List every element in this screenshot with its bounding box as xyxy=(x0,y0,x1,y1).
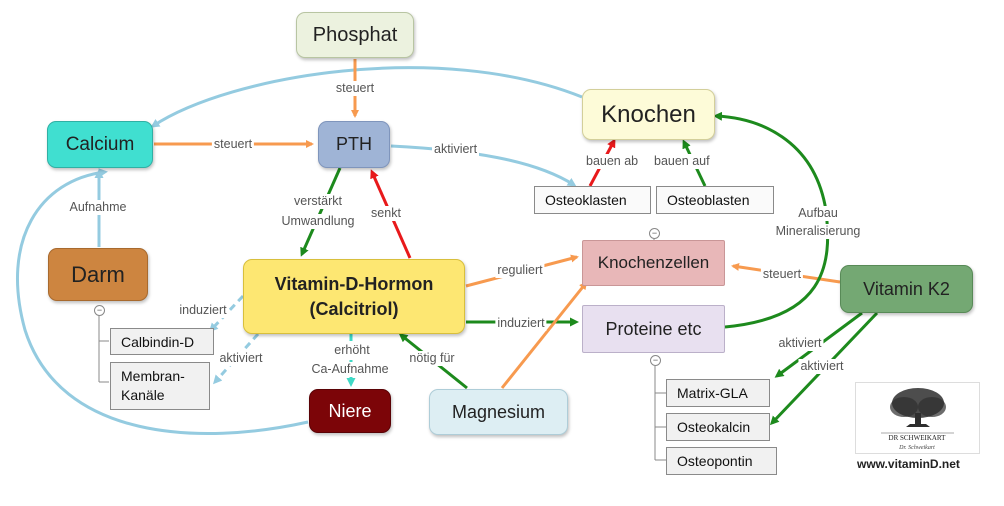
label-k2-aktiviert-2: aktiviert xyxy=(798,359,846,374)
svg-text:DR SCHWEIKART: DR SCHWEIKART xyxy=(889,434,947,442)
edge-vitamind-membran xyxy=(212,332,260,385)
node-phosphat[interactable]: Phosphat xyxy=(296,12,414,58)
node-niere[interactable]: Niere xyxy=(309,389,391,433)
label-pth-aktiviert: aktiviert xyxy=(432,142,480,157)
label-aufnahme: Aufnahme xyxy=(67,200,129,215)
collapse-toggle-knochen-children[interactable]: − xyxy=(649,228,660,239)
label-umwandlung: Umwandlung xyxy=(279,214,357,229)
label-senkt: senkt xyxy=(369,206,403,221)
label-bauen-auf: bauen auf xyxy=(652,154,712,169)
node-knochen[interactable]: Knochen xyxy=(582,89,715,140)
edge-magnesium-knochenzellen xyxy=(500,281,588,389)
node-knochenzellen[interactable]: Knochenzellen xyxy=(582,240,725,286)
svg-text:Dr. Schweikart: Dr. Schweikart xyxy=(898,445,935,451)
label-aktiviert-membran: aktiviert xyxy=(217,351,265,366)
node-membran-kanaele[interactable]: Membran- Kanäle xyxy=(110,362,210,410)
website-link[interactable]: www.vitaminD.net xyxy=(857,457,960,471)
label-ca-aufnahme: Ca-Aufnahme xyxy=(309,362,391,377)
node-vitamin-k2[interactable]: Vitamin K2 xyxy=(840,265,973,313)
node-osteoblasten[interactable]: Osteoblasten xyxy=(656,186,774,214)
edge-pth-osteoklasten xyxy=(390,144,577,187)
edge-niere-calcium xyxy=(16,168,309,436)
node-matrix-gla[interactable]: Matrix-GLA xyxy=(666,379,770,407)
collapse-toggle-darm[interactable]: − xyxy=(94,305,105,316)
label-erhoeht: erhöht xyxy=(332,343,372,358)
node-proteine[interactable]: Proteine etc xyxy=(582,305,725,353)
edge-vitamind-calbindin xyxy=(208,294,245,333)
label-k2-steuert: steuert xyxy=(760,267,804,282)
label-k2-aktiviert-1: aktiviert xyxy=(776,336,824,351)
edge-knochen-calcium xyxy=(150,66,583,128)
edge-pth-vitamind xyxy=(300,167,342,257)
label-mineralisierung: Mineralisierung xyxy=(773,224,863,239)
node-osteokalcin[interactable]: Osteokalcin xyxy=(666,413,770,441)
label-noetig-fuer: nötig für xyxy=(407,351,457,366)
node-calbindin[interactable]: Calbindin-D xyxy=(110,328,214,355)
label-reguliert: reguliert xyxy=(495,263,545,278)
node-pth[interactable]: PTH xyxy=(318,121,390,168)
label-verstaerkt: verstärkt xyxy=(292,194,344,209)
node-osteoklasten[interactable]: Osteoklasten xyxy=(534,186,651,214)
node-calcium[interactable]: Calcium xyxy=(47,121,153,168)
logo: DR SCHWEIKART Dr. Schweikart xyxy=(855,382,980,454)
edge-proteine-knochen xyxy=(713,111,830,329)
node-vitamin-d-hormon[interactable]: Vitamin-D-Hormon (Calcitriol) xyxy=(243,259,465,334)
tree-logo-icon: DR SCHWEIKART Dr. Schweikart xyxy=(881,388,954,451)
label-phosphat-steuert: steuert xyxy=(333,81,377,96)
label-aufbau: Aufbau xyxy=(796,206,840,221)
label-calcium-steuert: steuert xyxy=(211,137,255,152)
collapse-toggle-proteine[interactable]: − xyxy=(650,355,661,366)
label-induziert-calbindin: induziert xyxy=(177,303,229,318)
label-bauen-ab: bauen ab xyxy=(584,154,641,169)
label-induziert-proteine: induziert xyxy=(495,316,547,331)
node-magnesium[interactable]: Magnesium xyxy=(429,389,568,435)
node-osteopontin[interactable]: Osteopontin xyxy=(666,447,777,475)
node-darm[interactable]: Darm xyxy=(48,248,148,301)
